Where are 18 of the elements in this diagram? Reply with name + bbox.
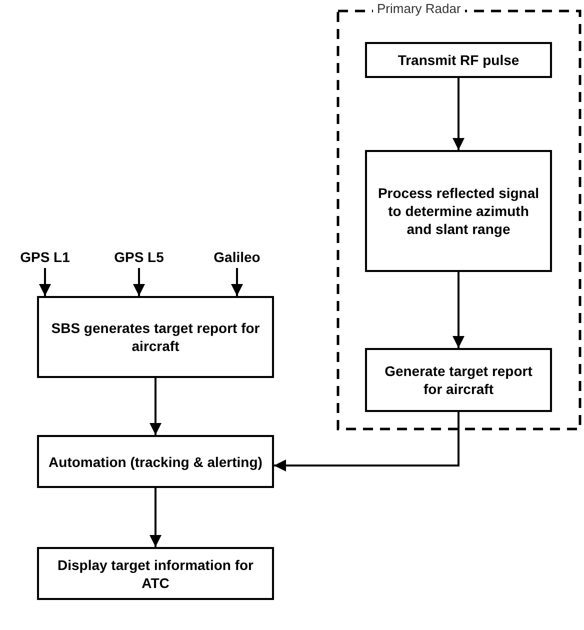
process-box: Automation (tracking & alerting) bbox=[37, 435, 274, 488]
source-label: GPS L1 bbox=[20, 248, 70, 266]
arrow bbox=[39, 268, 51, 296]
group-label: Primary Radar bbox=[373, 1, 465, 17]
process-box: Display target information for ATC bbox=[37, 547, 274, 600]
arrow bbox=[452, 272, 464, 348]
arrow bbox=[274, 412, 460, 472]
arrow bbox=[133, 268, 145, 296]
arrow bbox=[231, 268, 243, 296]
process-box: Process reflected signal to determine azimuth and slant range bbox=[365, 150, 552, 272]
arrow bbox=[452, 78, 464, 150]
arrow bbox=[150, 378, 162, 435]
process-box: Generate target report for aircraft bbox=[365, 348, 552, 412]
process-box: Transmit RF pulse bbox=[365, 42, 552, 78]
arrow bbox=[150, 488, 162, 547]
process-box: SBS generates target report for aircraft bbox=[37, 296, 274, 378]
source-label: GPS L5 bbox=[114, 248, 164, 266]
source-label: Galileo bbox=[214, 248, 260, 266]
